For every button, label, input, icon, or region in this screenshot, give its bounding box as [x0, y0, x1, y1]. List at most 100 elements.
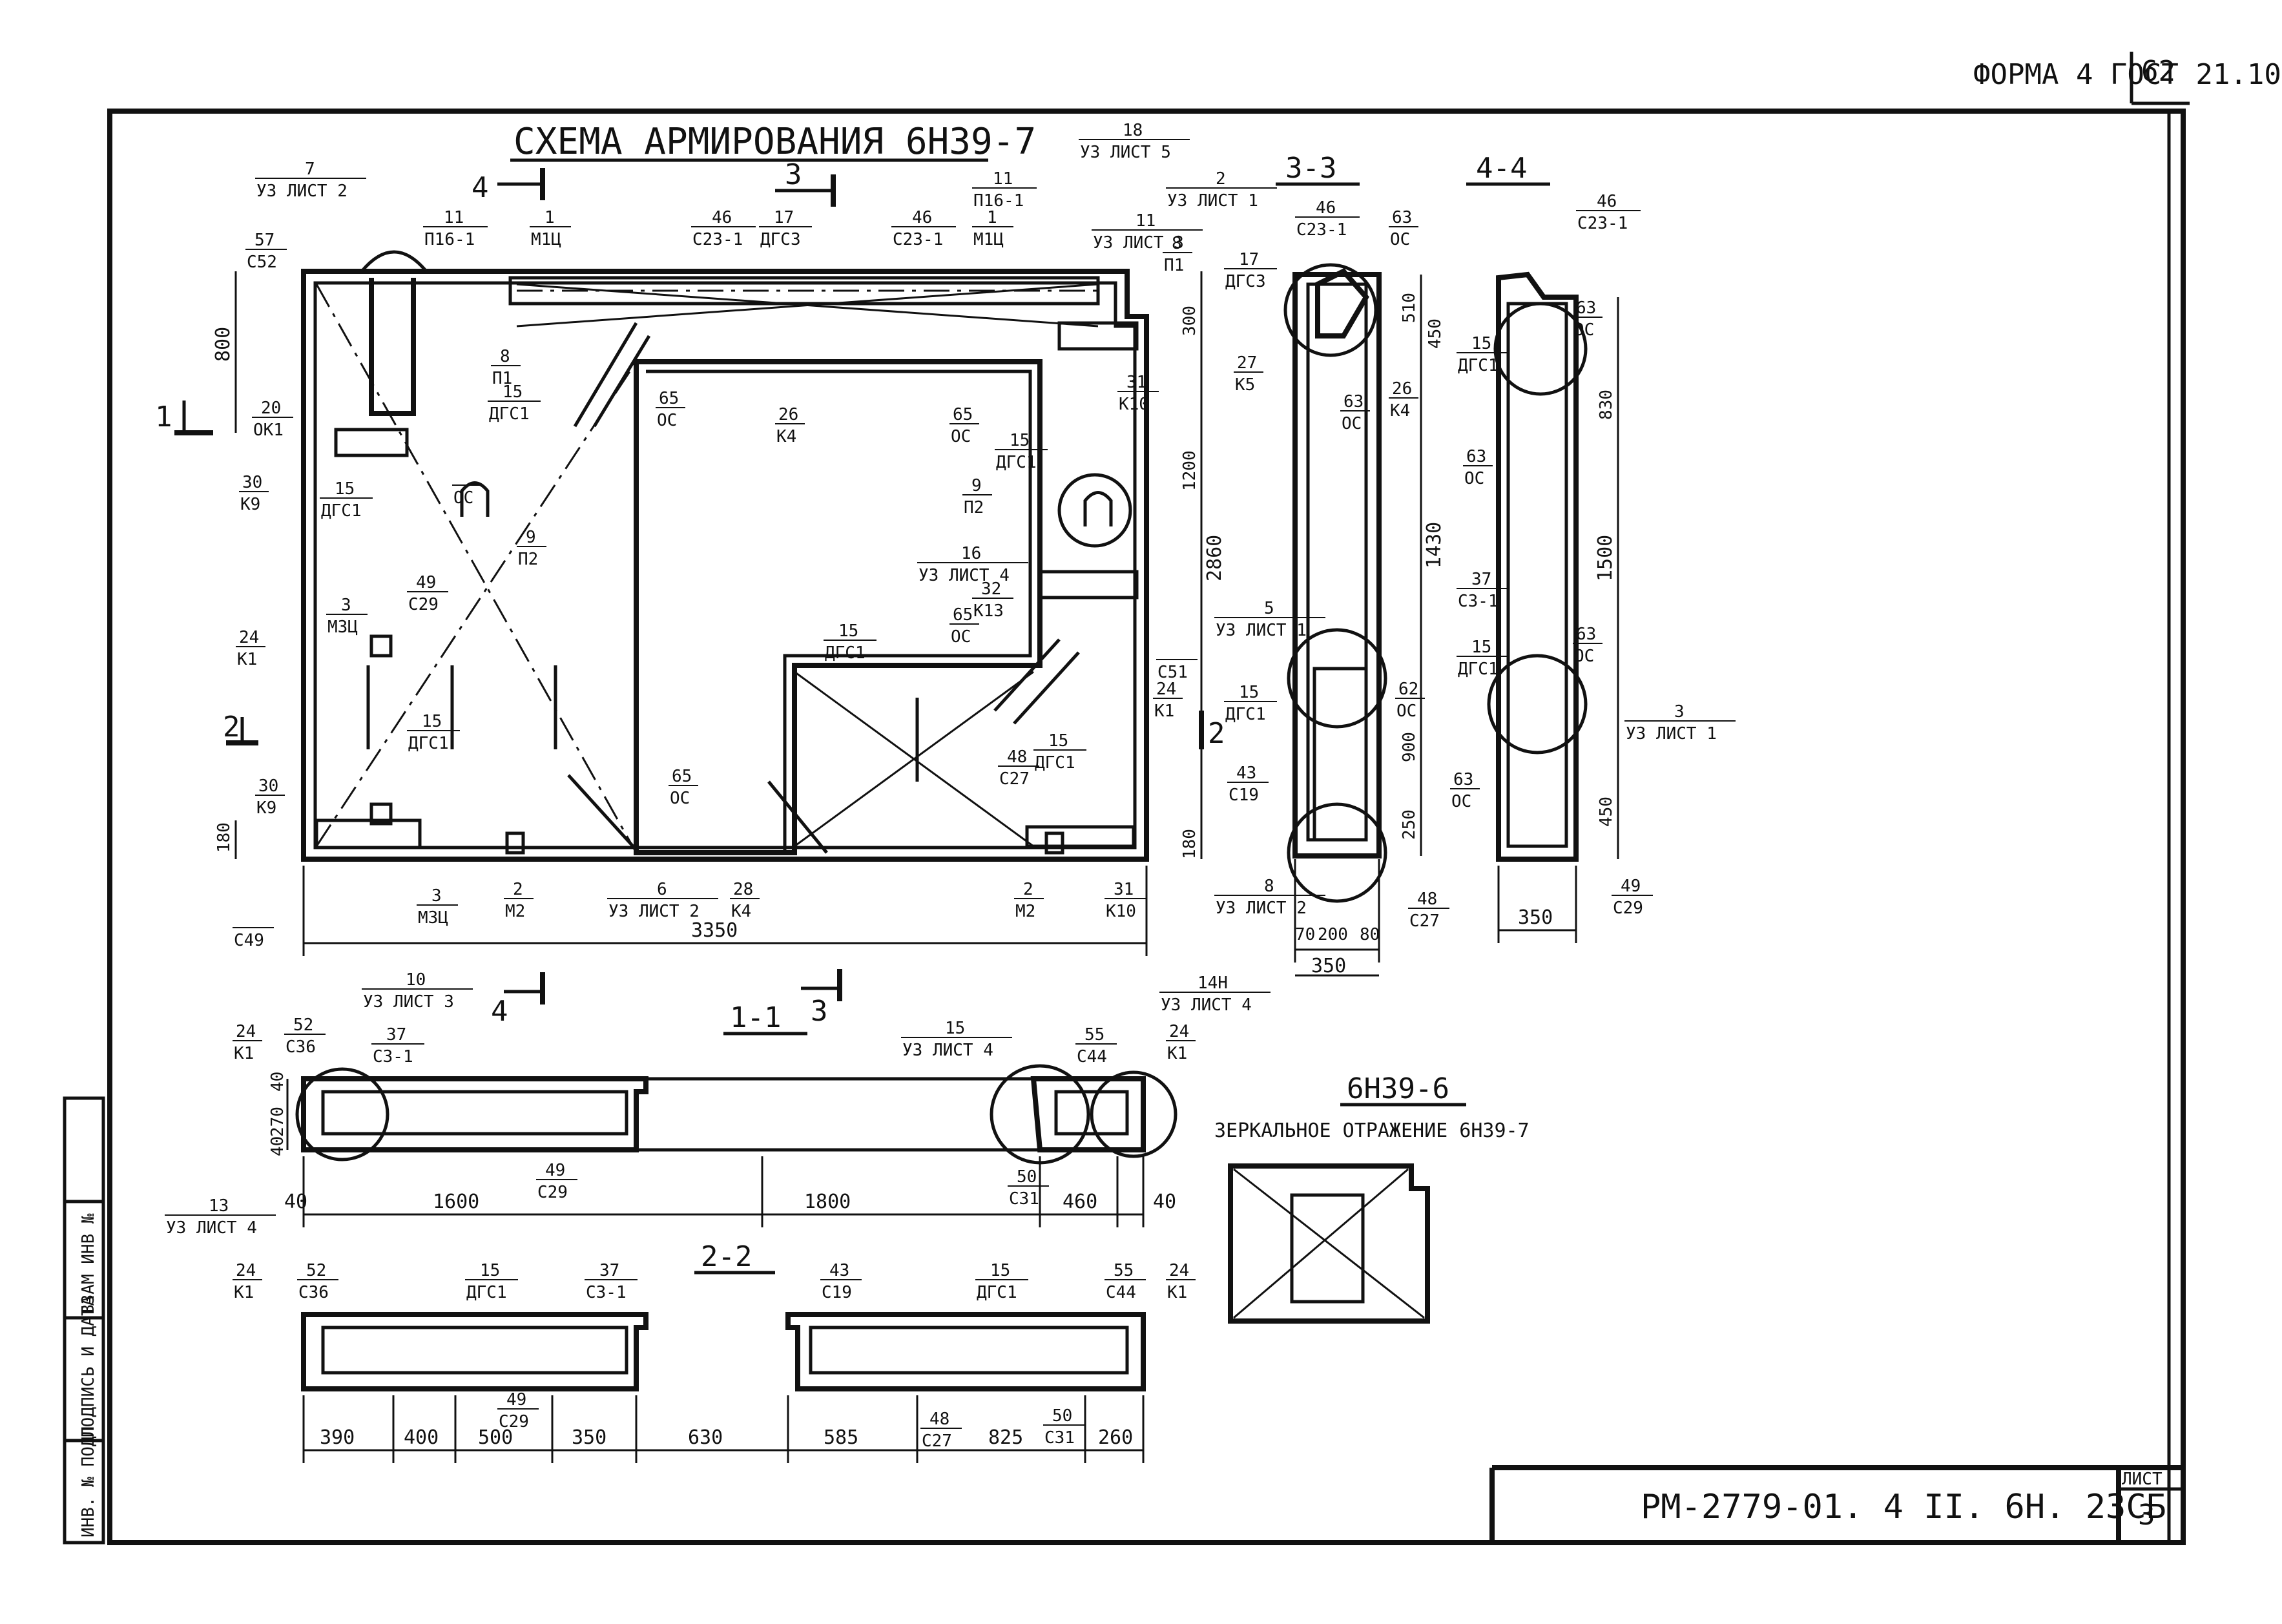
callout-number: 43 — [829, 1261, 849, 1280]
callout-plan-40: 6УЗ ЛИСТ 2 — [607, 880, 718, 921]
callout-text: УЗ ЛИСТ 3 — [1093, 233, 1184, 253]
callout-number: 24 — [239, 628, 259, 647]
callout-number: 10 — [406, 970, 426, 990]
callout-text: ДГС3 — [1225, 272, 1266, 291]
s22-dim-3: 350 — [572, 1426, 607, 1449]
callout-text: К1 — [237, 650, 257, 669]
callout-number: 63 — [1576, 625, 1596, 644]
cut-mark-right-2: 2 — [1208, 717, 1225, 750]
callout-number: 15 — [1471, 334, 1491, 353]
stamp-inv-podl: ИНВ. № ПОДЛ — [79, 1426, 98, 1537]
callout-plan-11: 8П1 — [1163, 234, 1192, 275]
callout-text: К4 — [776, 427, 796, 446]
callout-text: М2 — [505, 902, 525, 921]
callout-text: М3Ц — [327, 618, 358, 637]
callout-text: С3-1 — [373, 1047, 413, 1067]
callout-text: УЗ ЛИСТ 5 — [1080, 143, 1171, 162]
callout-number: 31 — [1114, 880, 1134, 899]
callout-number: 8 — [1264, 877, 1274, 896]
callout-number: 55 — [1084, 1025, 1105, 1045]
cut-mark-bottom-3: 3 — [811, 995, 828, 1028]
callout-section-33-7: 5УЗ ЛИСТ 1 — [1214, 599, 1325, 640]
s11-dim-h270: 270 — [268, 1107, 287, 1137]
callout-text: К4 — [731, 902, 751, 921]
section-2-2: 2-2 390 400 500 350 630 585 825 260 — [301, 1240, 1146, 1463]
callout-number: 15 — [1471, 638, 1491, 657]
s11-dim-w40b: 40 — [1153, 1191, 1176, 1213]
callout-text: ДГС1 — [996, 453, 1037, 472]
callout-text: ОС — [453, 488, 473, 508]
callout-text: К1 — [234, 1283, 254, 1302]
callout-text: С44 — [1106, 1283, 1136, 1302]
callout-plan-39: 2М2 — [504, 880, 534, 921]
s33-dim-w350: 350 — [1311, 955, 1346, 977]
callout-number: 49 — [416, 573, 436, 592]
cut-mark-left-2: 2 — [223, 711, 240, 744]
callout-text: С44 — [1077, 1047, 1107, 1067]
s22-dim-4: 630 — [688, 1426, 723, 1449]
callout-number: 15 — [335, 479, 355, 499]
s22-dim-chain: 390 400 500 350 630 585 825 260 — [302, 1395, 1145, 1463]
callout-number: 11 — [444, 208, 464, 227]
callout-text: УЗ ЛИСТ 4 — [902, 1041, 993, 1060]
callout-number: 15 — [480, 1261, 500, 1280]
callout-plan-32: С51 — [1156, 659, 1198, 682]
title-block: РМ-2779-01. 4 II. 6Н. 23СБ ЛИСТ 3 — [1489, 1465, 2183, 1543]
callout-text: С3-1 — [586, 1283, 627, 1302]
doc-code: РМ-2779-01. 4 II. 6Н. 23СБ — [1641, 1488, 2166, 1526]
callout-text: ОС — [1342, 414, 1362, 433]
s33-dim-w80: 80 — [1360, 925, 1380, 944]
callout-text: М2 — [1015, 902, 1035, 921]
callout-text: С19 — [822, 1283, 852, 1302]
callout-text: УЗ ЛИСТ 4 — [166, 1218, 257, 1238]
callout-text: ДГС3 — [760, 230, 801, 249]
callout-text: ОС — [951, 427, 971, 446]
drawing-title: СХЕМА АРМИРОВАНИЯ 6Н39-7 — [513, 121, 1036, 163]
callout-plan-12: 8П1 — [491, 347, 521, 388]
s33-dim-250: 250 — [1400, 809, 1419, 840]
s33-dim-900: 900 — [1400, 732, 1419, 762]
callout-text: С29 — [537, 1183, 568, 1202]
callout-number: 8 — [1172, 234, 1182, 253]
callout-text: С23-1 — [692, 230, 743, 249]
cut-mark-left-1: 1 — [155, 401, 172, 433]
callout-number: 11 — [1136, 211, 1156, 231]
callout-plan-24: 9П2 — [517, 528, 546, 569]
callout-number: 17 — [1239, 250, 1259, 269]
callout-number: 2 — [1023, 880, 1033, 899]
callout-text: ОС — [670, 789, 690, 808]
callout-number: 1 — [987, 208, 997, 227]
callout-number: 65 — [659, 389, 679, 408]
callout-text: С27 — [922, 1431, 952, 1451]
dim-right-2: 1200 — [1180, 450, 1199, 491]
callout-text: УЗ ЛИСТ 2 — [256, 182, 347, 201]
callout-number: 14Н — [1198, 973, 1228, 993]
callout-text: С27 — [1409, 911, 1440, 931]
callout-text: К4 — [1390, 401, 1410, 421]
callout-text: ОС — [1396, 702, 1416, 721]
callout-text: УЗ ЛИСТ 3 — [363, 992, 454, 1012]
section-1-1-title: 1-1 — [730, 1001, 781, 1034]
callout-number: 48 — [929, 1410, 949, 1429]
callout-text: С3-1 — [1458, 592, 1499, 611]
callout-text: ДГС1 — [1458, 356, 1499, 375]
callout-number: 15 — [503, 382, 523, 402]
dim-total-width: 3350 — [691, 919, 738, 942]
